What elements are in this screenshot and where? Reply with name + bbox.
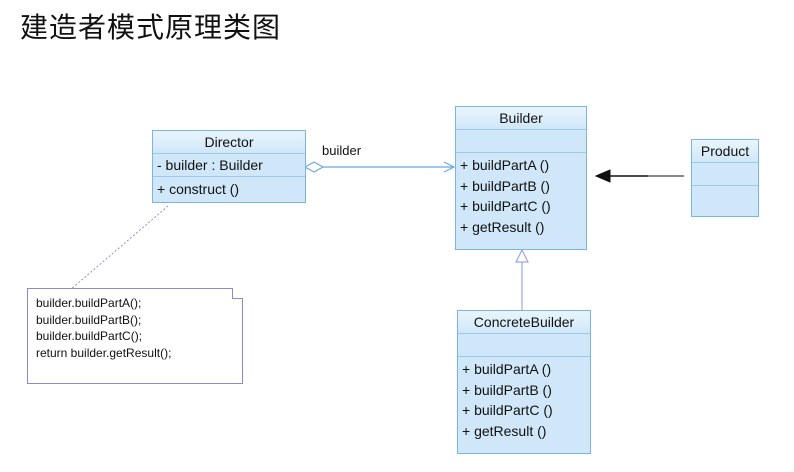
construct-note: builder.buildPartA(); builder.buildPartB… xyxy=(27,288,243,384)
aggregation-diamond xyxy=(303,161,325,173)
director-class: Director - builder : Builder + construct… xyxy=(152,130,306,203)
note-line: builder.buildPartB(); xyxy=(36,312,142,327)
note-line: return builder.getResult(); xyxy=(36,345,172,360)
product-class-name: Product xyxy=(692,140,758,163)
product-operations xyxy=(692,186,758,190)
director-class-name: Director xyxy=(153,131,305,154)
director-attributes: - builder : Builder xyxy=(153,154,305,177)
concrete-builder-attributes xyxy=(458,334,590,357)
concrete-builder-operation: + buildPartB () xyxy=(462,381,552,398)
builder-operation: + buildPartB () xyxy=(460,177,550,194)
builder-class-name: Builder xyxy=(456,107,586,130)
note-line: builder.buildPartA(); xyxy=(36,296,142,310)
builder-attributes xyxy=(456,130,586,153)
note-connector xyxy=(69,205,169,291)
association-label: builder xyxy=(322,143,362,158)
builder-operation: + getResult () xyxy=(460,218,545,235)
concrete-builder-operations: + buildPartA () + buildPartB () + buildP… xyxy=(458,357,590,443)
concrete-builder-operation: + buildPartA () xyxy=(462,361,552,377)
diagram-title: 建造者模式原理类图 xyxy=(20,11,282,44)
builder-operations: + buildPartA () + buildPartB () + buildP… xyxy=(456,153,586,239)
concrete-builder-operation: + buildPartC () xyxy=(462,402,553,418)
builder-class: Builder + buildPartA () + buildPartB () … xyxy=(455,106,587,250)
association-arrowhead xyxy=(443,161,456,173)
product-link-arrowhead xyxy=(594,169,611,183)
builder-operation: + buildPartA () xyxy=(460,157,550,173)
note-fold-corner xyxy=(232,288,243,299)
note-line: builder.buildPartC(); xyxy=(36,329,143,343)
generalization-triangle xyxy=(515,248,529,263)
concrete-builder-class: ConcreteBuilder + buildPartA () + buildP… xyxy=(457,310,591,454)
director-operation-construct: + construct () xyxy=(157,181,240,197)
concrete-builder-operation: + getResult () xyxy=(462,422,547,439)
product-class: Product xyxy=(691,139,759,217)
director-attribute-builder: - builder : Builder xyxy=(157,157,263,173)
product-attributes xyxy=(692,163,758,186)
concrete-builder-class-name: ConcreteBuilder xyxy=(458,311,590,334)
builder-operation: + buildPartC () xyxy=(460,198,551,214)
director-operations: + construct () xyxy=(153,177,305,202)
